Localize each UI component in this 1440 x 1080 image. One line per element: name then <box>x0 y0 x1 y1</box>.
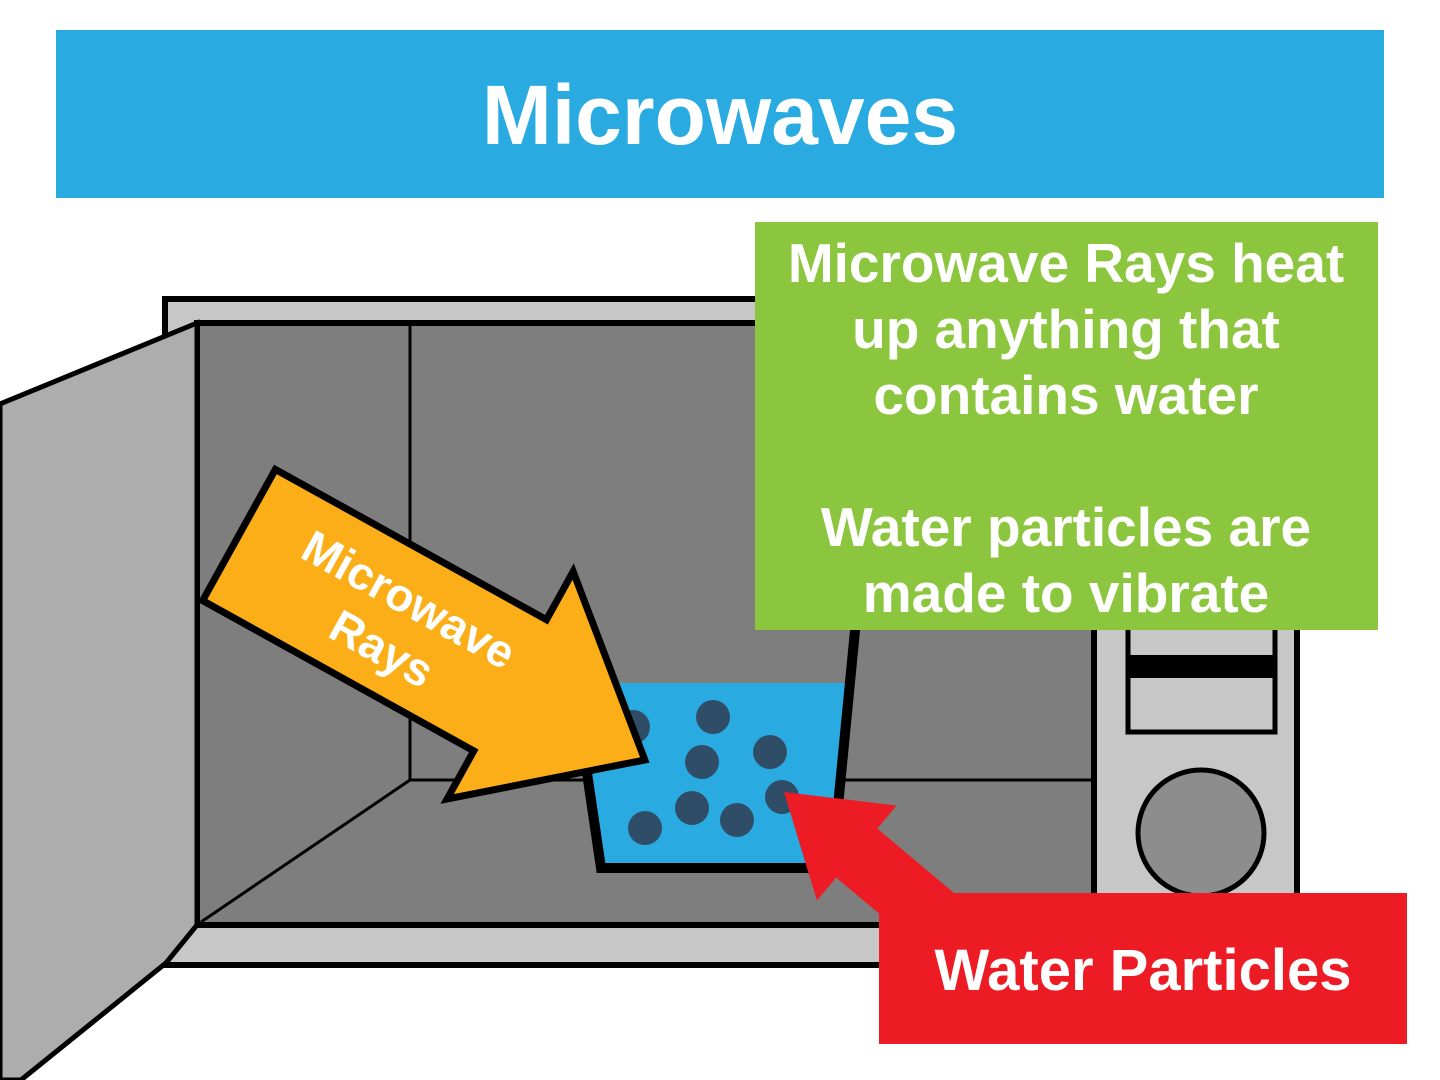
info-box-line-2: up anything that <box>852 298 1280 360</box>
info-box-line-1: Microwave Rays heat <box>788 232 1344 294</box>
water-particles-label: Water Particles <box>935 938 1352 1003</box>
page-title: Microwaves <box>482 68 958 162</box>
control-panel-display-slot <box>1128 655 1275 678</box>
water-particle-dot <box>675 791 709 825</box>
title-banner-background <box>56 30 1384 198</box>
cavity-floor-diagonal <box>200 778 411 924</box>
water-particle-dot <box>628 811 662 845</box>
water-particle-dot <box>685 745 719 779</box>
title-banner: Microwaves <box>56 30 1384 198</box>
water-particle-dot <box>720 803 754 837</box>
water-particle-dot <box>753 735 787 769</box>
microwave-door-open <box>0 319 200 1080</box>
info-box-line-5: Water particles are <box>821 496 1311 558</box>
water-particles <box>616 700 799 845</box>
water-particle-dot <box>696 700 730 734</box>
microwave-rays-arrow-shape <box>197 464 650 804</box>
info-box: Microwave Rays heat up anything that con… <box>755 222 1378 630</box>
water-particles-callout: Water Particles <box>879 893 1407 1044</box>
info-box-background <box>755 222 1378 630</box>
info-box-line-3: contains water <box>873 364 1258 426</box>
control-panel-dial <box>1135 767 1267 899</box>
info-box-line-6: made to vibrate <box>863 562 1270 624</box>
water-particles-label-box <box>879 893 1407 1044</box>
